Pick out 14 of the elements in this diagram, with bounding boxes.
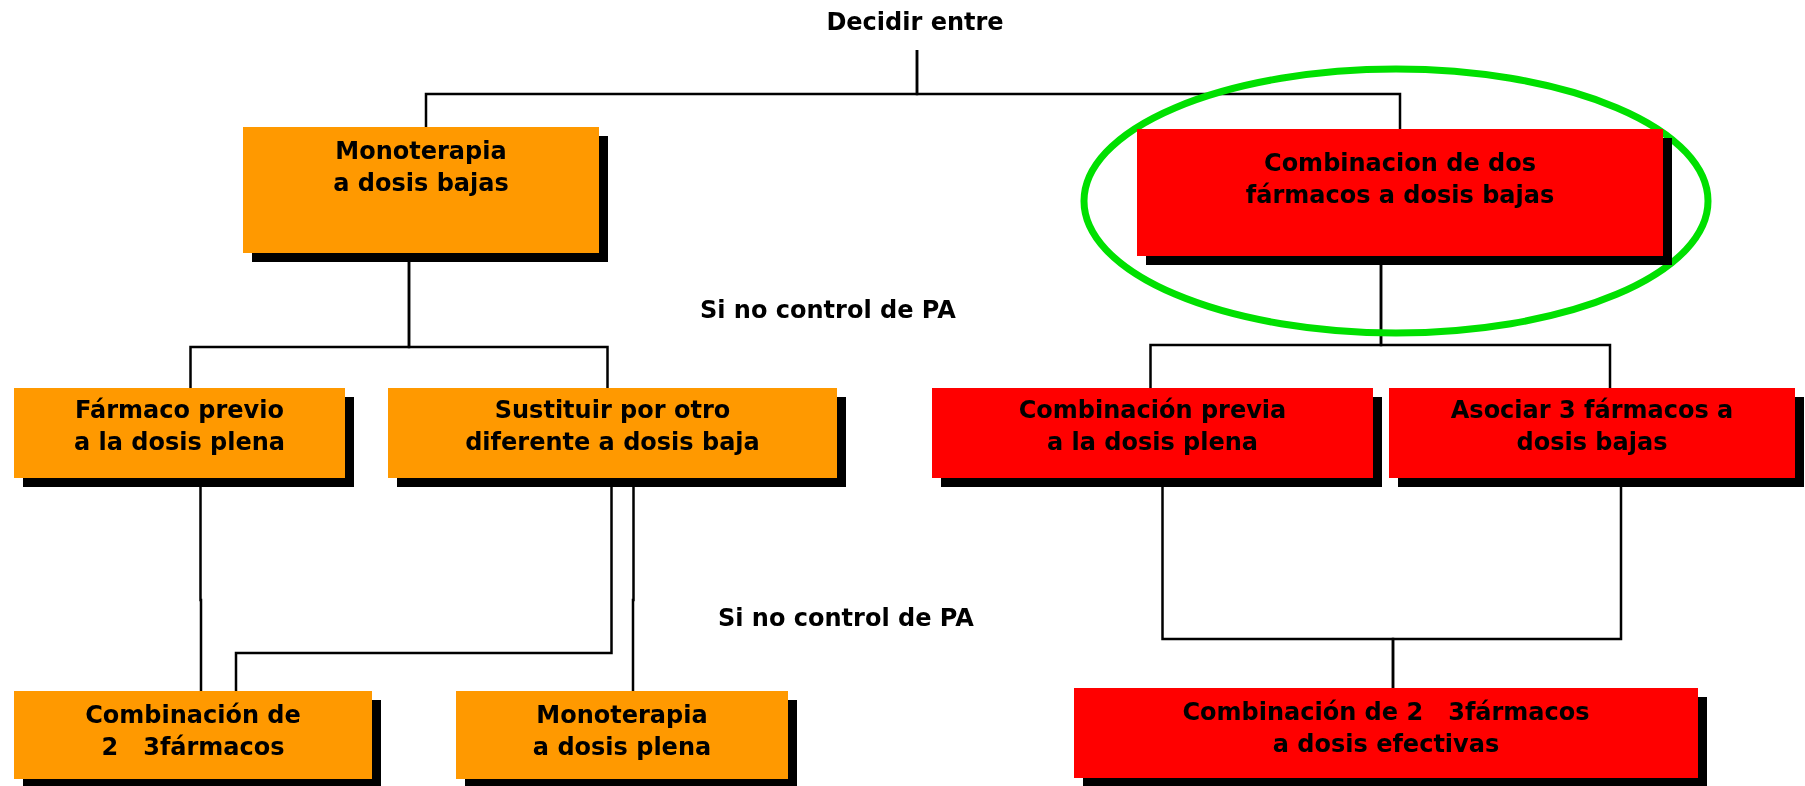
highlight-ellipse <box>1080 65 1712 337</box>
condition-note: Si no control de PA <box>718 604 974 632</box>
box-text: Fármaco previo a la dosis plena <box>73 395 286 459</box>
box-text: Sustituir por otro diferente a dosis baja <box>465 395 760 459</box>
box-text: Combinacion de dos fármacos a dosis bajas <box>1245 148 1555 212</box>
condition-note: Si no control de PA <box>700 296 956 324</box>
box-text: Monoterapia a dosis bajas <box>333 136 509 200</box>
box-text: Monoterapia a dosis plena <box>532 700 712 764</box>
box-text: Combinación previa a la dosis plena <box>1018 395 1287 459</box>
box-text: Asociar 3 fármacos a dosis bajas <box>1450 395 1734 459</box>
connector-line <box>915 50 1402 129</box>
box-text: Combinación de 2 3fármacos a dosis efectivas <box>1182 697 1590 761</box>
heading-text: Decidir entre <box>826 8 1004 36</box>
box-text: Combinación de 2 3fármacos <box>85 700 301 764</box>
